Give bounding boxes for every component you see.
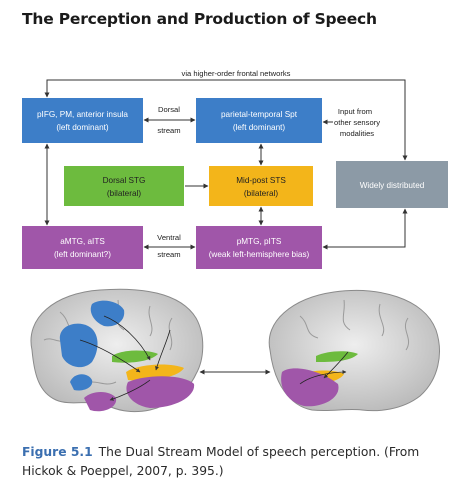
- figure-caption-text: The Dual Stream Model of speech percepti…: [22, 445, 420, 478]
- node-dorsal-stg-line-2: (bilateral): [107, 189, 141, 198]
- input-label-1: Input from: [338, 107, 372, 116]
- node-dorsal-stg: Dorsal STG (bilateral): [64, 166, 184, 206]
- node-spt-line-2: (left dominant): [233, 123, 286, 132]
- node-mid-sts-line-2: (bilateral): [244, 189, 278, 198]
- node-pmtg: pMTG, pITS (weak left-hemisphere bias): [196, 226, 322, 269]
- dorsal-stream: Dorsal stream: [143, 105, 196, 135]
- node-amtg-line-1: aMTG, aITS: [60, 237, 105, 246]
- node-amtg: aMTG, aITS (left dominant?): [22, 226, 143, 269]
- figure-label: Figure 5.1: [22, 445, 93, 459]
- input-label-group: Input from other sensory modalities: [322, 107, 380, 138]
- node-spt: parietal-temporal Spt (left dominant): [196, 98, 322, 143]
- input-label-2: other sensory: [334, 118, 380, 127]
- page-heading: The Perception and Production of Speech: [22, 10, 377, 28]
- right-hemisphere-brain: [268, 290, 440, 412]
- node-mid-sts-line-1: Mid-post STS: [236, 176, 286, 185]
- dorsal-stream-label-1: Dorsal: [158, 105, 180, 114]
- node-amtg-line-2: (left dominant?): [54, 250, 111, 259]
- node-frontal-line-1: pIFG, PM, anterior insula: [37, 110, 128, 119]
- dual-stream-diagram: via higher-order frontal networks pIFG, …: [22, 69, 448, 413]
- input-label-3: modalities: [340, 129, 374, 138]
- top-route: via higher-order frontal networks: [44, 69, 408, 161]
- top-route-label: via higher-order frontal networks: [182, 69, 291, 78]
- node-widely-distributed: Widely distributed: [336, 161, 448, 208]
- node-dorsal-stg-line-1: Dorsal STG: [103, 176, 146, 185]
- pmtg-widely-arrow: [322, 208, 408, 250]
- node-widely-line-1: Widely distributed: [360, 181, 425, 190]
- node-mid-sts: Mid-post STS (bilateral): [209, 166, 313, 206]
- node-frontal-line-2: (left dominant): [56, 123, 109, 132]
- left-hemisphere-brain: [30, 288, 204, 413]
- dorsal-stream-label-2: stream: [157, 126, 180, 135]
- node-spt-line-1: parietal-temporal Spt: [221, 110, 298, 119]
- ventral-stream: Ventral stream: [143, 233, 196, 259]
- node-pmtg-line-2: (weak left-hemisphere bias): [209, 250, 310, 259]
- node-pmtg-line-1: pMTG, pITS: [237, 237, 282, 246]
- node-frontal: pIFG, PM, anterior insula (left dominant…: [22, 98, 143, 143]
- ventral-stream-label-2: stream: [157, 250, 180, 259]
- ventral-stream-label-1: Ventral: [157, 233, 181, 242]
